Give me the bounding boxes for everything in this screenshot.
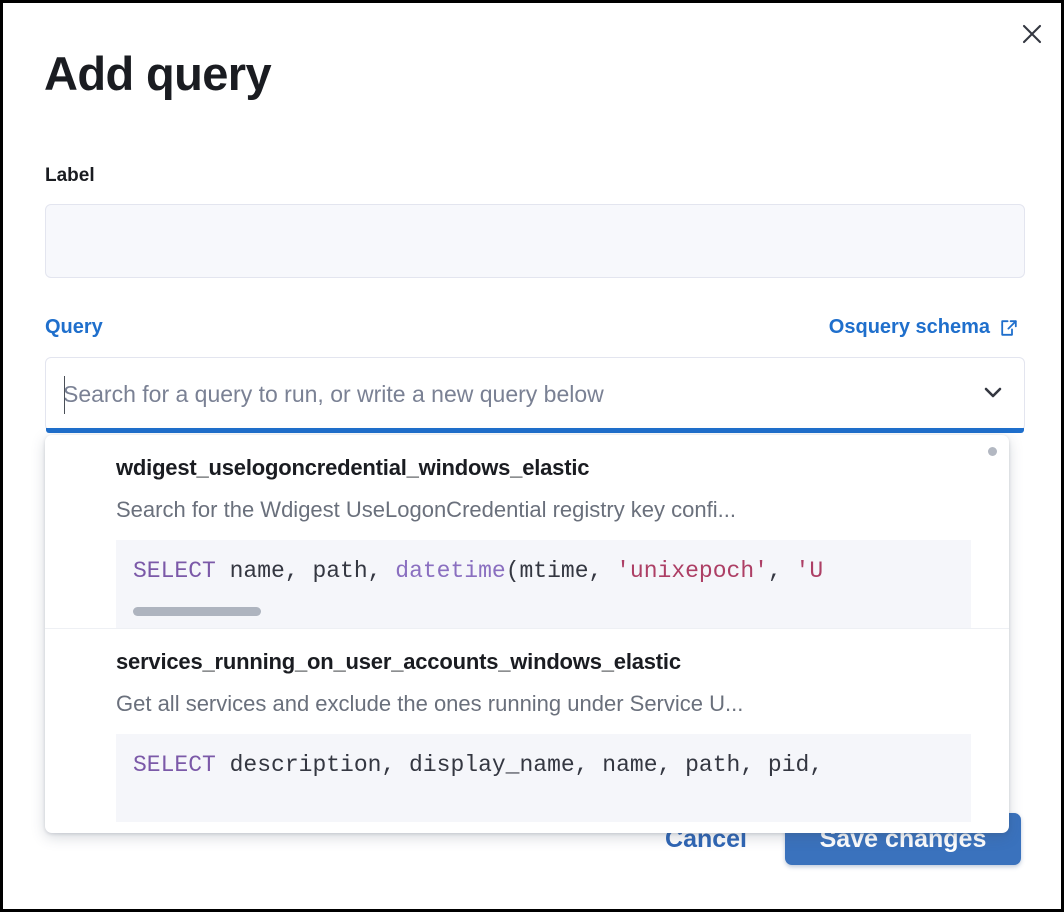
close-icon[interactable] [1015, 17, 1049, 51]
label-field-label: Label [45, 165, 95, 186]
list-item[interactable]: services_running_on_user_accounts_window… [45, 628, 1009, 822]
list-item[interactable]: wdigest_uselogoncredential_windows_elast… [45, 435, 1009, 628]
chevron-down-icon[interactable] [978, 377, 1008, 412]
option-sql-preview: SELECT name, path, datetime(mtime, 'unix… [116, 540, 971, 628]
option-sql-preview: SELECT description, display_name, name, … [116, 734, 971, 822]
scrollbar-indicator[interactable] [988, 447, 997, 456]
page-title: Add query [44, 47, 272, 100]
sql-code-line: SELECT name, path, datetime(mtime, 'unix… [133, 558, 824, 584]
option-description: Get all services and exclude the ones ru… [116, 691, 744, 716]
osquery-schema-link[interactable]: Osquery schema [829, 316, 1019, 339]
external-link-icon [999, 318, 1019, 338]
option-title: services_running_on_user_accounts_window… [116, 649, 681, 674]
option-description: Search for the Wdigest UseLogonCredentia… [116, 497, 736, 522]
label-input[interactable] [45, 204, 1025, 278]
sql-code-line: SELECT description, display_name, name, … [133, 752, 824, 778]
query-search-input[interactable]: Search for a query to run, or write a ne… [63, 380, 604, 407]
code-horizontal-scrollbar[interactable] [133, 607, 261, 616]
query-field-label: Query [45, 316, 103, 338]
osquery-schema-label: Osquery schema [828, 316, 990, 338]
option-title: wdigest_uselogoncredential_windows_elast… [116, 455, 590, 480]
query-suggestions-dropdown: wdigest_uselogoncredential_windows_elast… [45, 435, 1009, 833]
text-cursor [64, 376, 65, 414]
query-search-combobox[interactable]: Search for a query to run, or write a ne… [45, 357, 1025, 433]
